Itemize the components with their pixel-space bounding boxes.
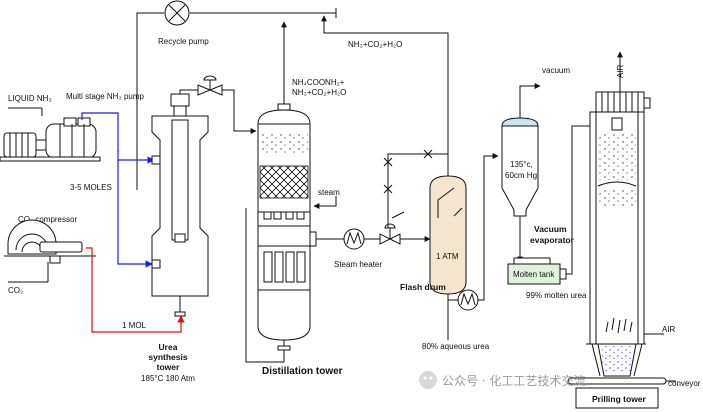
urea-synthesis-tower xyxy=(151,93,209,317)
recycle-line xyxy=(136,8,337,190)
small-branch xyxy=(391,211,405,219)
vacuum-evaporator xyxy=(501,117,539,217)
flash-feed-valve xyxy=(379,223,401,245)
recycle-stream-label: NH₃+CO₂+H₂O xyxy=(348,40,402,49)
air-top-label: AIR xyxy=(616,64,625,78)
top-stream-label-2: NH₃+CO₂+H₂O xyxy=(292,88,346,97)
molten-urea-label: 99% molten urea xyxy=(526,291,587,300)
evaporator-conditions-2: 60cm Hg xyxy=(505,171,537,180)
steam-heater xyxy=(343,228,365,250)
liquid-nh3-label: LIQUID NH₃ xyxy=(8,94,52,103)
reactor-conditions-label: 185°C 180 Atm xyxy=(141,374,195,383)
co2-feed-to-reactor xyxy=(86,247,185,333)
one-atm-label: 1 ATM xyxy=(436,252,459,261)
reactor-name-line-2: synthesis xyxy=(148,352,187,362)
flash-drum-pump xyxy=(457,289,479,311)
molten-tank xyxy=(507,257,561,285)
watermark: 公众号 · 化工工艺技术交流 xyxy=(419,371,585,389)
co2-label: CO₂ xyxy=(8,286,23,295)
one-mol-label: 1 MOL xyxy=(122,321,147,330)
prilling-tower-label: Prilling tower xyxy=(592,394,647,404)
watermark-text: 公众号 · 化工工艺技术交流 xyxy=(442,373,585,388)
prilling-tower-base xyxy=(575,387,659,409)
steam-label: steam xyxy=(318,188,340,197)
flash-to-evaporator-line xyxy=(478,153,499,301)
flash-drum xyxy=(429,175,467,295)
steam-heater-label: Steam heater xyxy=(334,260,382,269)
vacuum-line xyxy=(519,83,541,118)
nh3-feed-to-reactor xyxy=(81,112,155,268)
flash-vapor-recycle-line xyxy=(321,15,449,178)
reactor-outlet-valve xyxy=(197,75,223,96)
distillation-bottom-loop xyxy=(245,208,285,363)
molten-tank-label: Molten tank xyxy=(513,270,555,279)
vacuum-label: vacuum xyxy=(542,66,570,75)
evaporator-conditions-1: 135°c, xyxy=(510,160,533,169)
multistage-nh3-pump xyxy=(0,117,101,162)
aqueous-urea-label: 80% aqueous urea xyxy=(422,342,490,351)
reactor-name-line-1: Urea xyxy=(159,342,178,352)
flash-drum-label: Flash drum xyxy=(400,282,446,292)
recycle-pump-label: Recycle pump xyxy=(158,37,209,46)
steam-inlet-line xyxy=(313,196,337,209)
distillation-tower-label: Distillation tower xyxy=(262,366,343,377)
multistage-pump-label: Multi stage NH₃ pump xyxy=(66,92,145,101)
vacuum-evaporator-label-1: Vacuum xyxy=(534,224,567,234)
conveyor-label: conveyor xyxy=(668,379,701,388)
distillation-tower xyxy=(257,103,317,351)
moles-label: 3-5 MOLES xyxy=(70,183,112,192)
co2-compressor-label: CO₂ compressor xyxy=(18,215,77,224)
reactor-outlet-line xyxy=(179,89,257,134)
air-side-label: AIR xyxy=(662,325,676,334)
conveyor xyxy=(567,377,676,385)
reactor-name-line-3: tower xyxy=(157,362,180,372)
recycle-pump xyxy=(164,0,190,26)
co2-compressor xyxy=(4,219,96,264)
prilling-tower xyxy=(586,91,651,377)
top-stream-label-1: NH₄COONH₂+ xyxy=(292,78,345,87)
vacuum-evaporator-label-2: evaporator xyxy=(530,235,575,245)
